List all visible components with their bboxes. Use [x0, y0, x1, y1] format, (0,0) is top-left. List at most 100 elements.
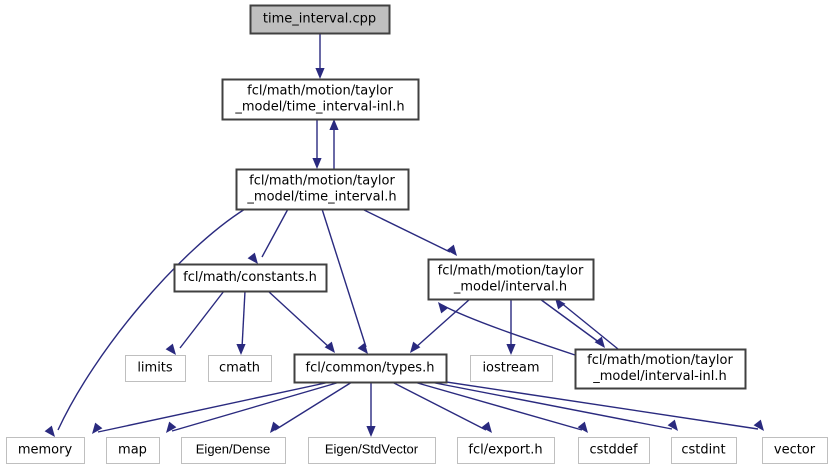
node-label: fcl/math/motion/taylor	[587, 353, 733, 368]
edge-n2-to-n10	[44, 208, 246, 437]
node-label: cstddef	[589, 443, 638, 458]
node-eigen-stdvector[interactable]: Eigen/StdVector	[308, 437, 436, 464]
edge-arrowhead	[506, 344, 516, 355]
node-box[interactable]	[457, 437, 555, 464]
node-label: _model/interval-inl.h	[592, 369, 726, 384]
edge-n7-to-n13	[366, 382, 376, 437]
edge-n0-to-n1	[315, 33, 325, 79]
node-label: time_interval.cpp	[263, 12, 376, 27]
edge-arrowhead	[92, 422, 103, 434]
edge-line	[441, 304, 576, 356]
edge-arrowhead	[270, 421, 281, 433]
edge-line	[261, 208, 289, 258]
node-label: _model/time_interval.h	[246, 190, 396, 205]
node-box[interactable]	[671, 437, 737, 464]
edge-line	[539, 298, 601, 344]
node-map[interactable]: map	[106, 437, 160, 464]
node-fcl-math-motion-taylor-model-interval-h[interactable]: fcl/math/motion/taylor_model/interval.h	[427, 258, 595, 301]
edge-arrowhead	[555, 298, 566, 310]
node-box[interactable]	[181, 437, 286, 464]
node-fcl-math-motion-taylor-model-time-interval-h[interactable]: fcl/math/motion/taylor_model/time_interv…	[235, 168, 410, 211]
node-cmath[interactable]: cmath	[208, 355, 272, 382]
edge-line	[439, 380, 759, 430]
node-box[interactable]	[574, 348, 747, 390]
node-cstdint[interactable]: cstdint	[671, 437, 737, 464]
node-cstddef[interactable]: cstddef	[578, 437, 650, 464]
node-box[interactable]	[221, 78, 420, 121]
node-box[interactable]	[762, 437, 828, 464]
edge-line	[171, 381, 341, 432]
node-box[interactable]	[6, 437, 85, 464]
edge-line	[559, 301, 619, 350]
edge-arrowhead	[577, 421, 588, 433]
node-box[interactable]	[427, 258, 595, 301]
node-box[interactable]	[470, 355, 553, 382]
edge-n4-to-n9	[539, 298, 605, 348]
edge-n2-to-n7	[321, 208, 368, 354]
edge-line	[274, 381, 353, 431]
node-box[interactable]	[308, 437, 436, 464]
edge-arrowhead	[315, 68, 325, 79]
node-label: iostream	[482, 361, 539, 376]
node-box[interactable]	[125, 355, 186, 382]
node-box[interactable]	[293, 353, 448, 384]
node-box[interactable]	[235, 168, 410, 211]
edge-arrowhead	[166, 421, 177, 433]
edge-n4-to-n8	[506, 299, 516, 355]
edge-arrowhead	[667, 419, 678, 431]
node-box[interactable]	[173, 263, 328, 293]
node-label: fcl/math/motion/taylor	[438, 264, 584, 279]
edge-n7-to-n15	[413, 381, 588, 433]
edge-n3-to-n6	[236, 290, 246, 355]
node-label: _model/time_interval-inl.h	[234, 100, 404, 115]
edge-line	[241, 290, 246, 349]
node-limits[interactable]: limits	[125, 355, 186, 382]
node-box[interactable]	[249, 4, 391, 35]
node-label: memory	[18, 443, 73, 458]
node-label: limits	[137, 361, 173, 376]
edge-n7-to-n16	[429, 381, 678, 431]
node-fcl-math-constants-h[interactable]: fcl/math/constants.h	[173, 263, 328, 293]
edge-n9-to-n4	[555, 298, 619, 350]
edge-line	[321, 208, 367, 348]
edge-arrowhead	[44, 425, 55, 437]
node-box[interactable]	[106, 437, 160, 464]
node-label: Eigen/Dense	[196, 441, 270, 456]
node-fcl-common-types-h[interactable]: fcl/common/types.h	[293, 353, 448, 384]
edge-arrowhead	[366, 426, 376, 437]
edge-n3-to-n5	[165, 290, 225, 355]
edge-arrowhead	[594, 336, 605, 348]
node-iostream[interactable]: iostream	[470, 355, 553, 382]
node-fcl-math-motion-taylor-model-time-interval-inl-h[interactable]: fcl/math/motion/taylor_model/time_interv…	[221, 78, 420, 121]
node-label: Eigen/StdVector	[325, 441, 419, 456]
node-label: cmath	[219, 361, 260, 376]
node-label: vector	[774, 443, 816, 458]
node-box[interactable]	[208, 355, 272, 382]
node-label: fcl/math/motion/taylor	[249, 174, 395, 189]
edge-arrowhead	[247, 252, 258, 264]
edge-line	[361, 208, 451, 253]
edge-line	[429, 381, 673, 430]
edge-line	[391, 381, 487, 431]
edge-n7-to-n17	[439, 380, 764, 431]
node-label: cstdint	[681, 443, 725, 458]
node-label: map	[118, 443, 147, 458]
node-label: _model/interval.h	[453, 280, 567, 295]
node-fcl-math-motion-taylor-model-interval-inl-h[interactable]: fcl/math/motion/taylor_model/interval-in…	[574, 348, 747, 390]
node-box[interactable]	[578, 437, 650, 464]
edge-n7-to-n14	[391, 381, 492, 433]
edge-n3-to-n7	[267, 290, 335, 353]
edges-layer	[44, 33, 764, 437]
node-time-interval-cpp[interactable]: time_interval.cpp	[249, 4, 391, 35]
node-vector[interactable]: vector	[762, 437, 828, 464]
node-eigen-dense[interactable]: Eigen/Dense	[181, 437, 286, 464]
edge-arrowhead	[357, 342, 368, 354]
edge-line	[413, 381, 583, 431]
edge-arrowhead	[324, 341, 335, 353]
node-label: fcl/common/types.h	[306, 361, 435, 376]
node-memory[interactable]: memory	[6, 437, 85, 464]
node-fcl-export-h[interactable]: fcl/export.h	[457, 437, 555, 464]
edge-n2-to-n3	[247, 208, 289, 264]
edge-n4-to-n7	[410, 298, 471, 353]
